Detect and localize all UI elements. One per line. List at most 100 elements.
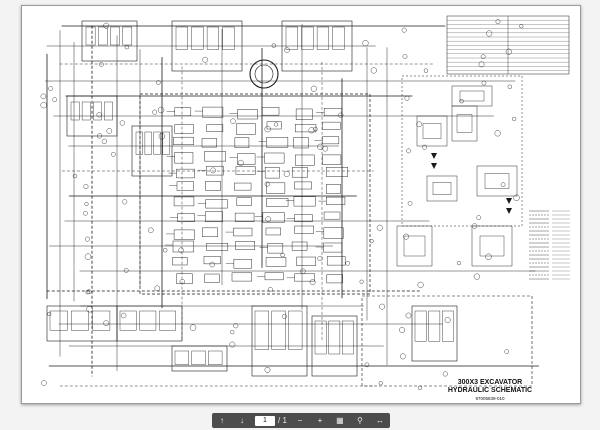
component-box [176, 273, 193, 284]
component-box [326, 256, 346, 266]
port-symbol [178, 247, 184, 253]
zoom-out-icon[interactable]: − [297, 416, 303, 425]
port-symbol [378, 381, 383, 386]
port-symbol [308, 127, 315, 134]
port-symbol [157, 106, 165, 114]
component-box [323, 242, 343, 253]
port-symbol [494, 130, 501, 137]
port-symbol [237, 159, 244, 166]
port-symbol [457, 261, 462, 266]
port-symbol [254, 64, 274, 84]
component-box [411, 305, 458, 362]
port-symbol [249, 59, 279, 89]
port-symbol [317, 143, 324, 150]
component-box [234, 137, 250, 148]
component-box [162, 131, 170, 155]
component-box [479, 235, 505, 257]
port-symbol [369, 239, 374, 244]
component-box [208, 350, 223, 365]
port-symbol [476, 215, 482, 220]
port-symbol [359, 279, 364, 284]
component-box [403, 235, 426, 257]
port-symbol [416, 121, 422, 128]
port-symbol [481, 80, 487, 86]
port-symbol [376, 224, 383, 231]
component-box [294, 181, 312, 190]
port-symbol [264, 367, 271, 373]
port-symbol [423, 68, 429, 73]
component-box [191, 26, 204, 50]
component-box [202, 106, 224, 118]
component-box [92, 310, 111, 331]
flow-arrow [431, 153, 437, 159]
component-box [451, 85, 493, 107]
component-box [71, 310, 89, 331]
component-box [205, 199, 228, 209]
component-box [173, 196, 195, 207]
component-box [266, 137, 289, 148]
component-box [144, 131, 152, 155]
component-box [267, 243, 284, 254]
port-symbol [300, 268, 306, 274]
port-symbol [230, 118, 236, 124]
component-box [233, 227, 253, 237]
component-box [456, 114, 473, 133]
port-symbol [310, 85, 317, 92]
port-symbol [485, 253, 492, 260]
port-symbol [122, 199, 128, 205]
port-symbol [495, 19, 501, 25]
component-box [416, 115, 448, 147]
thumbnail-icon[interactable]: ▦ [336, 416, 344, 425]
component-box [206, 243, 229, 251]
port-symbol [407, 201, 413, 206]
component-box [110, 26, 120, 46]
port-symbol [86, 306, 93, 313]
component-box [236, 123, 256, 135]
component-box [301, 26, 314, 50]
port-symbol [83, 210, 88, 216]
port-symbol [120, 312, 127, 319]
component-box [177, 213, 195, 223]
component-box [414, 310, 427, 342]
component-box [288, 310, 303, 350]
port-symbol [417, 385, 423, 390]
component-box [119, 310, 137, 331]
prev-icon[interactable]: ↑ [220, 416, 224, 425]
port-symbol [444, 317, 451, 324]
component-box [153, 131, 161, 155]
port-symbol [401, 27, 407, 33]
component-box [204, 273, 220, 283]
zoom-in-icon[interactable]: + [317, 416, 323, 425]
search-icon[interactable]: ⚲ [356, 416, 363, 425]
port-symbol [271, 43, 276, 48]
component-box [176, 181, 194, 191]
component-box [401, 75, 523, 227]
port-symbol [403, 233, 410, 240]
component-box [104, 101, 113, 121]
component-box [172, 257, 188, 266]
component-box [81, 101, 91, 121]
port-symbol [362, 40, 369, 47]
component-box [342, 320, 354, 355]
port-symbol [370, 67, 377, 74]
port-symbol [84, 253, 92, 260]
port-symbol [40, 93, 47, 100]
next-icon[interactable]: ↓ [240, 416, 244, 425]
port-symbol [417, 281, 424, 288]
port-symbol [478, 61, 485, 68]
component-box [261, 107, 280, 116]
component-box [296, 256, 316, 266]
page-indicator: 1 / 1 [255, 415, 287, 426]
port-symbol [111, 152, 116, 157]
port-symbol [230, 330, 235, 335]
port-symbol [281, 313, 287, 319]
component-box [293, 196, 316, 207]
component-box [291, 241, 308, 251]
port-symbol [284, 47, 290, 53]
fit-width-icon[interactable]: ↔ [375, 416, 384, 425]
component-box [476, 165, 518, 197]
schematic-sheet: 300X3 EXCAVATOR HYDRAULIC SCHEMATIC 9700… [21, 5, 581, 404]
page-number-input[interactable]: 1 [255, 415, 275, 426]
port-symbol [101, 138, 108, 144]
